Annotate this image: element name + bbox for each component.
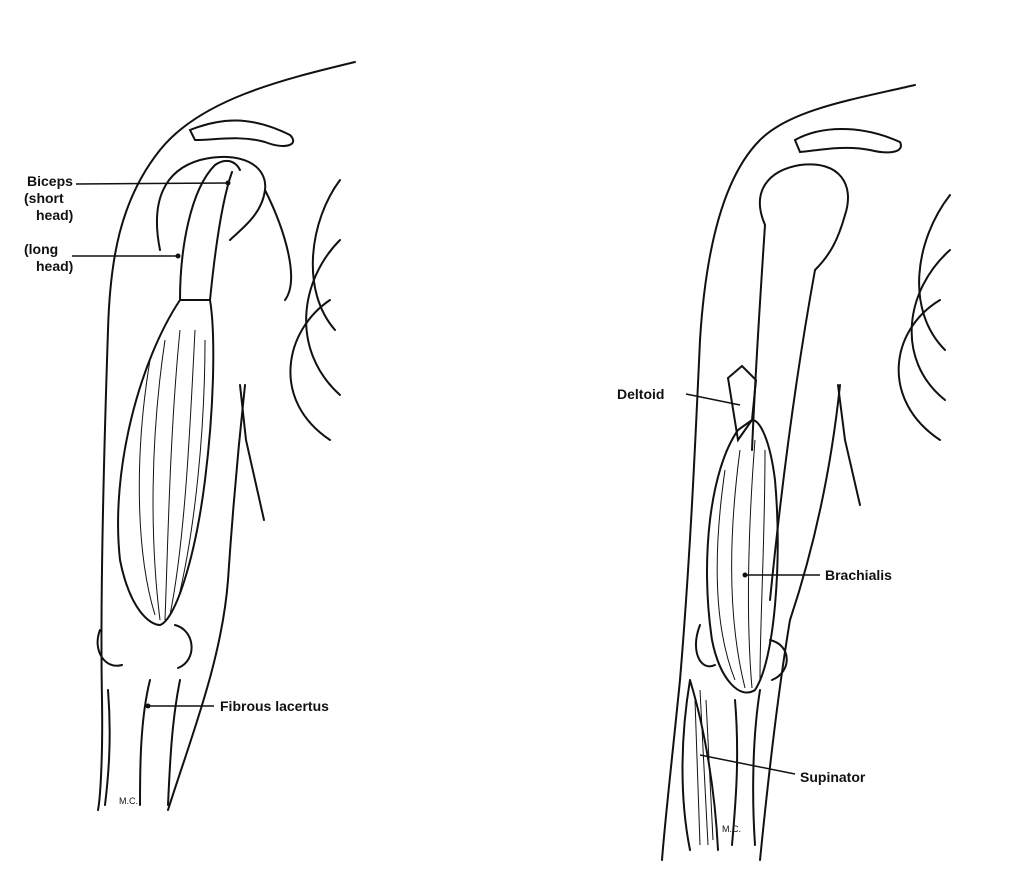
leader-deltoid xyxy=(685,393,741,406)
left-elbow xyxy=(96,624,193,669)
left-arm-outer-contour xyxy=(97,61,356,811)
right-arm-inner-contour xyxy=(759,384,841,861)
label-supinator: Supinator xyxy=(800,769,866,785)
left-arm-drawing xyxy=(72,61,356,811)
label-short: (short xyxy=(24,190,64,206)
right-forearm-bones xyxy=(731,689,761,846)
label-long: (long xyxy=(24,241,58,257)
label-biceps: Biceps xyxy=(27,173,73,189)
left-axilla-line xyxy=(239,384,265,521)
signature-right: M.C. xyxy=(722,824,741,834)
left-ribs xyxy=(289,179,341,441)
signature-left: M.C. xyxy=(119,796,138,806)
left-scapula xyxy=(264,189,293,301)
label-brachialis: Brachialis xyxy=(825,567,892,583)
leader-biceps-short-head xyxy=(75,182,229,185)
label-fibrous-lacertus: Fibrous lacertus xyxy=(220,698,329,714)
label-long-head: head) xyxy=(36,258,73,274)
right-humerus xyxy=(751,163,849,601)
right-ribs xyxy=(897,194,951,441)
right-arm-outer-contour xyxy=(661,84,916,861)
right-axilla-line xyxy=(837,384,861,506)
biceps-long-head-tendon xyxy=(179,159,241,301)
right-clavicle xyxy=(793,128,902,154)
deltoid-stub xyxy=(726,364,758,443)
label-deltoid: Deltoid xyxy=(617,386,664,402)
label-short-head: head) xyxy=(36,207,73,223)
right-arm-drawing xyxy=(661,84,951,861)
supinator-muscle xyxy=(681,679,719,851)
biceps-fibers xyxy=(138,329,206,621)
brachialis-muscle xyxy=(706,418,779,694)
left-arm-inner-contour xyxy=(167,384,246,811)
supinator-fibers xyxy=(694,689,714,846)
biceps-muscle xyxy=(117,299,215,627)
right-elbow xyxy=(695,624,788,681)
left-forearm-bones xyxy=(104,679,181,806)
biceps-short-head-tendon xyxy=(209,171,233,301)
left-clavicle xyxy=(188,119,295,147)
left-humeral-head xyxy=(155,155,267,251)
leader-supinator xyxy=(699,754,796,775)
brachialis-fibers xyxy=(716,439,766,689)
